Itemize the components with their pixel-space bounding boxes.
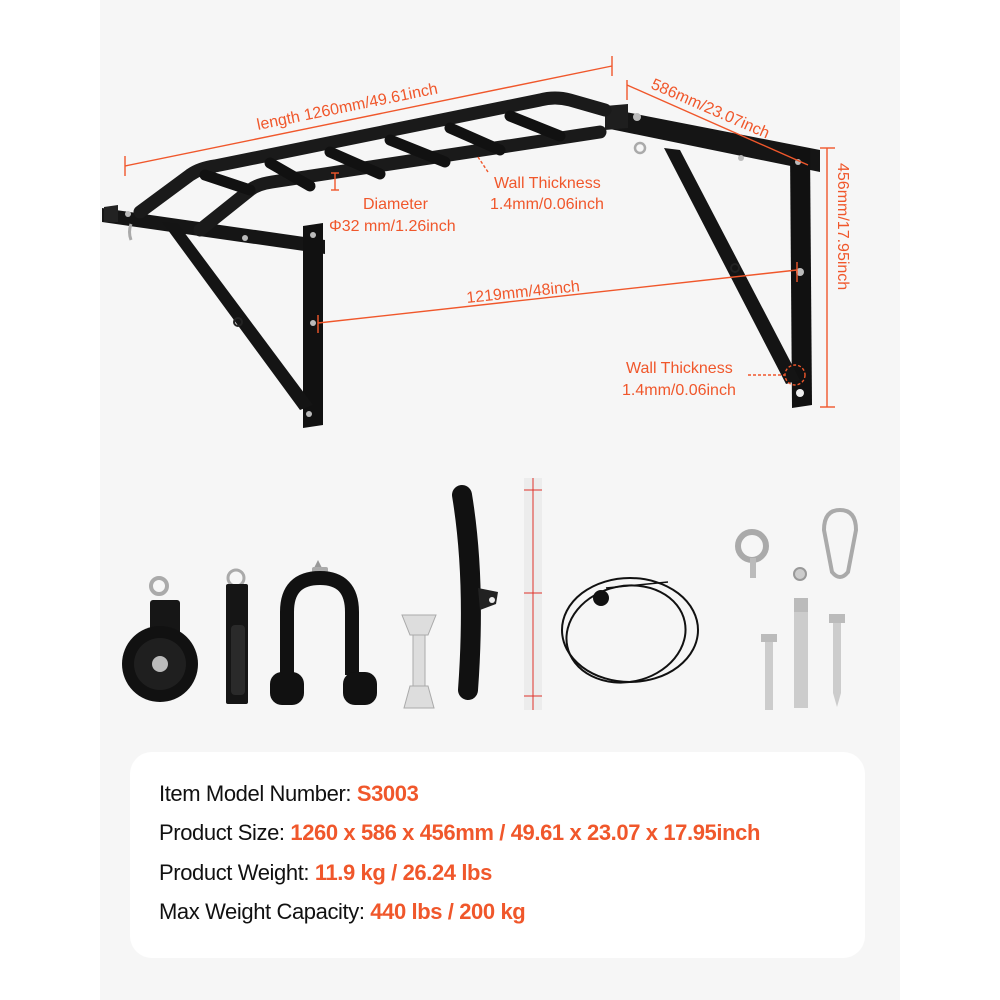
spec-label: Item Model Number: bbox=[159, 781, 357, 806]
accessories-row bbox=[122, 478, 859, 710]
spec-product-size: Product Size: 1260 x 586 x 456mm / 49.61… bbox=[159, 820, 760, 846]
lag-screw-icon bbox=[829, 614, 845, 707]
spec-value: 11.9 kg / 26.24 lbs bbox=[314, 860, 492, 885]
pull-up-bar-image bbox=[102, 91, 820, 428]
nut-icon bbox=[793, 567, 807, 581]
bracket-wall-thickness-value: 1.4mm/0.06inch bbox=[622, 382, 736, 399]
strap-handle-icon bbox=[226, 568, 248, 704]
spec-product-weight: Product Weight: 11.9 kg / 26.24 lbs bbox=[159, 860, 492, 886]
spec-model-number: Item Model Number: S3003 bbox=[159, 781, 419, 807]
carabiner-icon bbox=[821, 507, 859, 579]
spec-value: 440 lbs / 200 kg bbox=[370, 899, 526, 924]
spec-max-capacity: Max Weight Capacity: 440 lbs / 200 kg bbox=[159, 899, 526, 925]
spec-card: Item Model Number: S3003 Product Size: 1… bbox=[130, 752, 865, 958]
wrench-icon bbox=[401, 614, 437, 709]
bar-wall-thickness-label: Wall Thickness bbox=[494, 175, 601, 192]
spec-label: Max Weight Capacity: bbox=[159, 899, 371, 924]
bolt-icon bbox=[761, 634, 777, 710]
bar-wall-thickness-value: 1.4mm/0.06inch bbox=[490, 196, 604, 213]
left-bracket bbox=[102, 205, 325, 428]
height-label: 456mm/17.95inch bbox=[834, 163, 851, 290]
right-bracket bbox=[605, 104, 820, 408]
bracket-wall-thickness-label: Wall Thickness bbox=[626, 360, 733, 377]
spec-value: 1260 x 586 x 456mm / 49.61 x 23.07 x 17.… bbox=[290, 820, 760, 845]
pulley-icon bbox=[122, 576, 198, 702]
spec-value: S3003 bbox=[356, 781, 419, 806]
spec-label: Product Size: bbox=[159, 820, 291, 845]
eye-bolt-icon bbox=[735, 529, 769, 578]
measurement-rail bbox=[524, 478, 542, 710]
expansion-bolt-icon bbox=[794, 598, 808, 708]
dimension-lines bbox=[124, 56, 835, 408]
tricep-rope-icon bbox=[270, 560, 377, 705]
diameter-label: Diameter bbox=[363, 196, 429, 213]
curved-bar-handle-icon bbox=[452, 485, 498, 700]
mount-span-label: 1219mm/48inch bbox=[466, 278, 581, 307]
spec-label: Product Weight: bbox=[159, 860, 315, 885]
diameter-value: Φ32 mm/1.26inch bbox=[329, 218, 456, 235]
cable-icon bbox=[561, 577, 699, 684]
